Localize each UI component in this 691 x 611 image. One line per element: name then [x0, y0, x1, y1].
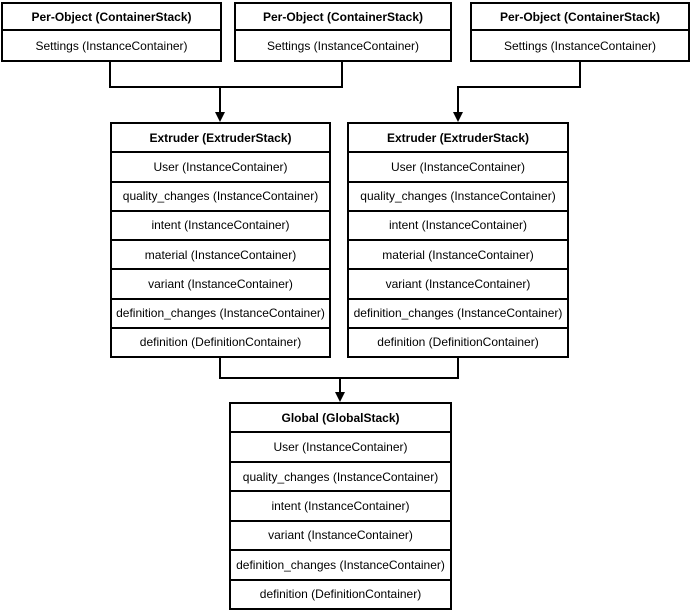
connector-extruder2-drop: [457, 86, 459, 114]
connector-perobject3-stem: [579, 62, 581, 88]
row-settings: Settings (InstanceContainer): [236, 29, 450, 60]
row-variant: variant (InstanceContainer): [112, 268, 329, 297]
row-definition-changes: definition_changes (InstanceContainer): [112, 297, 329, 327]
row-variant: variant (InstanceContainer): [349, 268, 567, 297]
row-variant: variant (InstanceContainer): [231, 519, 450, 549]
arrowhead-down-extruder1: [215, 112, 225, 122]
per-object-stack-3: Per-Object (ContainerStack) Settings (In…: [470, 2, 690, 62]
connector-global-drop: [339, 377, 341, 393]
row-intent: intent (InstanceContainer): [349, 209, 567, 239]
row-user: User (InstanceContainer): [349, 151, 567, 180]
per-object-stack-2: Per-Object (ContainerStack) Settings (In…: [234, 2, 452, 62]
arrowhead-down-global: [335, 392, 345, 402]
stack-title: Global (GlobalStack): [281, 410, 400, 425]
stack-title: Per-Object (ContainerStack): [31, 9, 192, 24]
global-stack: Global (GlobalStack) User (InstanceConta…: [229, 402, 452, 610]
connector-perobject3-bus: [457, 86, 581, 88]
row-quality-changes: quality_changes (InstanceContainer): [349, 180, 567, 210]
row-definition: definition (DefinitionContainer): [231, 578, 450, 608]
extruder-stack-2: Extruder (ExtruderStack) User (InstanceC…: [347, 122, 569, 358]
stack-title: Per-Object (ContainerStack): [262, 9, 424, 24]
row-user: User (InstanceContainer): [112, 151, 329, 180]
row-definition-changes: definition_changes (InstanceContainer): [349, 297, 567, 327]
row-definition: definition (DefinitionContainer): [349, 326, 567, 356]
row-settings: Settings (InstanceContainer): [3, 29, 220, 60]
connector-perobject12-bus: [109, 86, 343, 88]
stack-title: Extruder (ExtruderStack): [386, 130, 530, 145]
row-settings: Settings (InstanceContainer): [472, 29, 688, 60]
row-material: material (InstanceContainer): [349, 239, 567, 268]
row-intent: intent (InstanceContainer): [112, 209, 329, 239]
row-definition-changes: definition_changes (InstanceContainer): [231, 549, 450, 578]
connector-extruder1-drop: [219, 86, 221, 114]
stack-title: Extruder (ExtruderStack): [149, 130, 292, 145]
connector-perobject2-stem: [341, 62, 343, 88]
per-object-stack-1: Per-Object (ContainerStack) Settings (In…: [1, 2, 222, 62]
connector-perobject1-stem: [109, 62, 111, 88]
row-quality-changes: quality_changes (InstanceContainer): [231, 460, 450, 490]
row-intent: intent (InstanceContainer): [231, 490, 450, 519]
row-quality-changes: quality_changes (InstanceContainer): [112, 180, 329, 210]
connector-extruder1-out: [219, 358, 221, 379]
connector-extruder2-out: [457, 358, 459, 379]
extruder-stack-1: Extruder (ExtruderStack) User (InstanceC…: [110, 122, 331, 358]
row-user: User (InstanceContainer): [231, 431, 450, 460]
arrowhead-down-extruder2: [453, 112, 463, 122]
row-material: material (InstanceContainer): [112, 239, 329, 268]
stack-title: Per-Object (ContainerStack): [499, 9, 661, 24]
row-definition: definition (DefinitionContainer): [112, 326, 329, 356]
